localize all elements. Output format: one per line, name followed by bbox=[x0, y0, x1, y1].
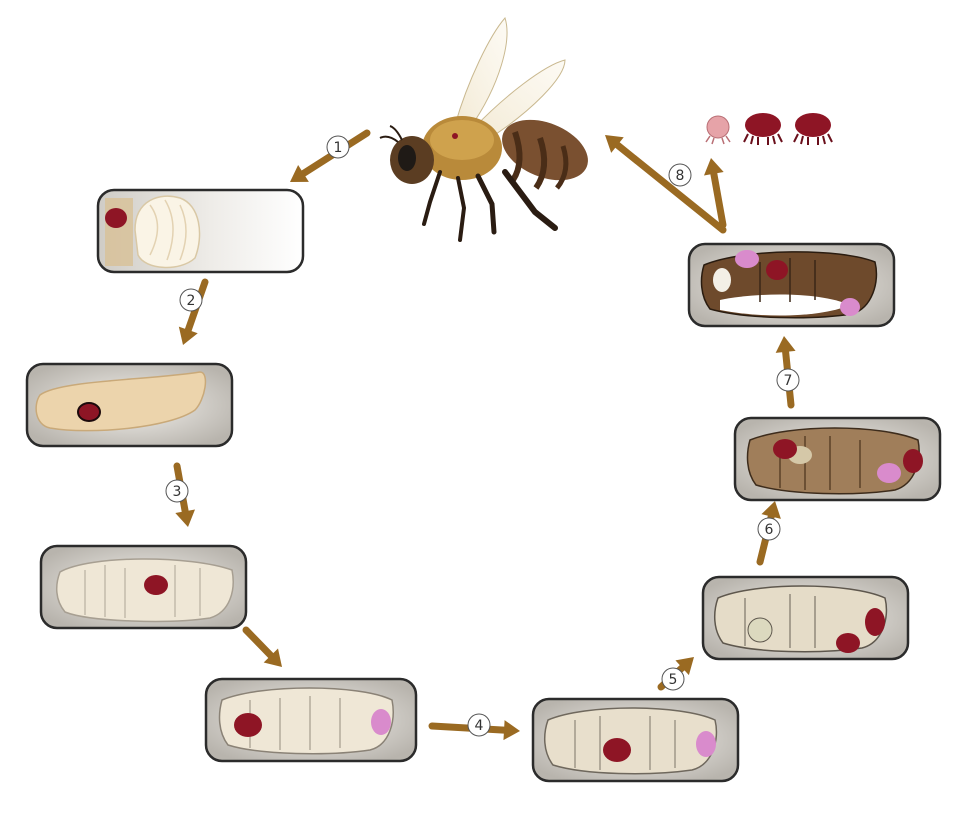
arrow-head bbox=[175, 509, 196, 527]
arrow-shaft bbox=[613, 141, 727, 234]
arrow-head bbox=[675, 657, 694, 676]
brood-cell-5 bbox=[531, 697, 740, 783]
pupa-icon bbox=[713, 585, 888, 653]
step-marker-5: 5 bbox=[661, 667, 685, 691]
young-mite-icon bbox=[371, 709, 391, 735]
varroa-mite-icon bbox=[77, 402, 101, 422]
step-number: 2 bbox=[187, 293, 196, 309]
brood-cell-2 bbox=[25, 362, 234, 448]
pupa-icon bbox=[55, 558, 234, 623]
young-mite-icon bbox=[696, 731, 716, 757]
step-marker-7: 7 bbox=[776, 368, 800, 392]
step-number: 3 bbox=[173, 484, 182, 500]
step-number: 4 bbox=[475, 718, 484, 734]
varroa-mite-icon bbox=[793, 113, 833, 145]
brood-cell-6 bbox=[701, 575, 910, 661]
step-number: 5 bbox=[669, 672, 678, 688]
brood-cell-1 bbox=[96, 188, 305, 274]
step-number: 8 bbox=[676, 168, 685, 184]
varroa-mite-icon bbox=[105, 208, 127, 228]
pupa-icon bbox=[746, 427, 920, 495]
young-larva-icon bbox=[134, 195, 201, 269]
arrow-shaft bbox=[710, 170, 727, 229]
arrow-head bbox=[178, 326, 198, 345]
arrow-head bbox=[703, 158, 724, 176]
brood-cell-8 bbox=[687, 242, 896, 328]
varroa-mite-icon bbox=[743, 113, 783, 145]
arrow-head bbox=[761, 501, 781, 519]
varroa-mite-icon bbox=[603, 738, 631, 762]
varroa-mite-icon bbox=[836, 633, 860, 653]
step-number: 1 bbox=[334, 140, 343, 156]
varroa-mite-icon bbox=[865, 608, 885, 636]
step-marker-6: 6 bbox=[757, 517, 781, 541]
arrow-head bbox=[775, 336, 796, 353]
young-mite-icon bbox=[877, 463, 901, 483]
arrow-shaft bbox=[242, 626, 275, 660]
young-mite-icon bbox=[735, 250, 759, 268]
step-marker-1: 1 bbox=[326, 135, 350, 159]
young-mite-icon bbox=[840, 298, 860, 316]
honeybee-icon bbox=[379, 17, 588, 242]
varroa-mite-icon bbox=[144, 575, 168, 595]
arrow-head bbox=[503, 720, 520, 741]
pupa-icon bbox=[543, 707, 718, 775]
step-marker-8: 8 bbox=[668, 163, 692, 187]
varroa-mite-icon bbox=[766, 260, 788, 280]
step-marker-4: 4 bbox=[467, 713, 491, 737]
varroa-mite-icon bbox=[903, 449, 923, 473]
varroa-mite-icon bbox=[773, 439, 797, 459]
arrow-head bbox=[263, 648, 282, 667]
arrow-head bbox=[605, 135, 624, 153]
arrow-head bbox=[290, 164, 309, 182]
brood-cell-7 bbox=[733, 416, 942, 502]
young-mite-icon bbox=[705, 115, 731, 145]
step-marker-3: 3 bbox=[165, 479, 189, 503]
step-number: 7 bbox=[784, 373, 793, 389]
varroa-mite-icon bbox=[234, 713, 262, 737]
mite-group bbox=[705, 113, 833, 145]
brood-cell-3 bbox=[39, 544, 248, 630]
brood-cell-4 bbox=[204, 677, 418, 763]
adult-bee-emerging-icon bbox=[700, 251, 878, 319]
step-number: 6 bbox=[765, 522, 774, 538]
step-marker-2: 2 bbox=[179, 288, 203, 312]
